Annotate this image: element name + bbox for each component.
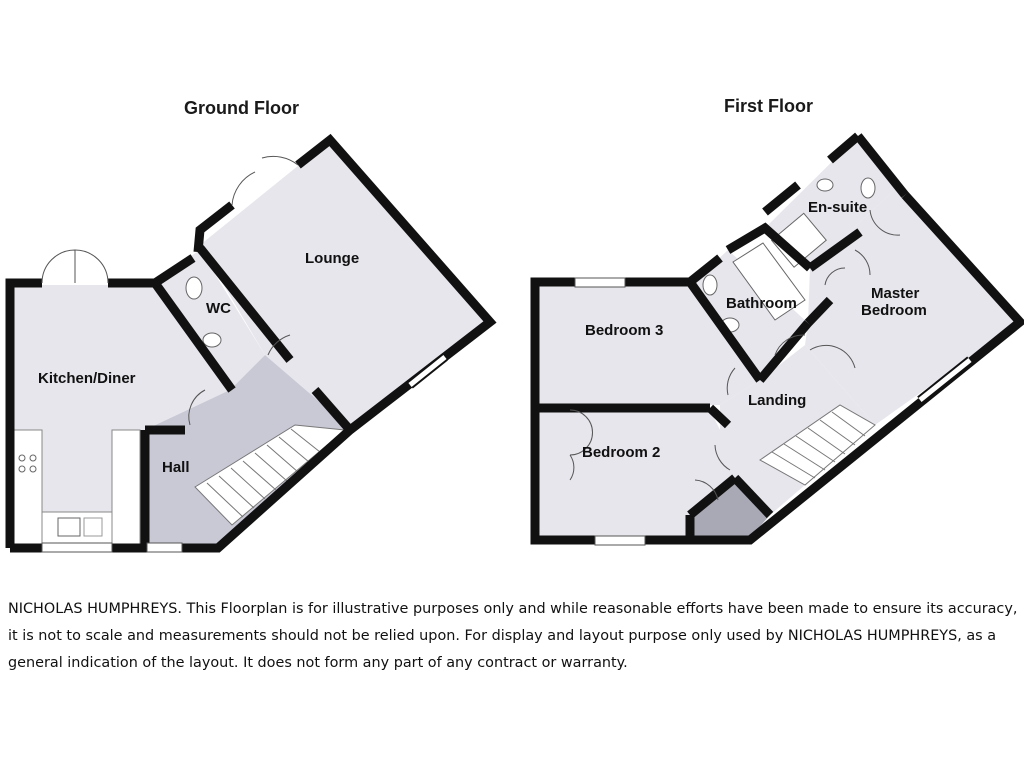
- first-floor-title: First Floor: [724, 96, 813, 116]
- kitchen-diner-floor: [10, 285, 230, 548]
- bath-tub: [732, 242, 806, 321]
- shower-tray: [770, 212, 827, 268]
- first-stairs: [759, 404, 876, 486]
- lounge-floor: [200, 140, 490, 428]
- first-walls: [530, 132, 1024, 545]
- master-bedroom-floor: [805, 185, 1020, 425]
- bedroom-2-floor: [535, 410, 740, 540]
- wc-toilet: [185, 276, 203, 300]
- bathroom-toilet: [702, 274, 718, 296]
- label-wc: WC: [206, 300, 231, 317]
- kitchen-drainer: [83, 517, 103, 537]
- first-openings: [569, 209, 973, 546]
- ground-floor-title: Ground Floor: [184, 98, 299, 118]
- label-bedroom-2: Bedroom 2: [582, 444, 660, 461]
- bedroom-3-floor: [535, 285, 760, 405]
- label-landing: Landing: [748, 392, 806, 409]
- hall-floor: [145, 355, 350, 548]
- floorplan-drawing: Kitchen/Diner WC Lounge Hall En-suite Ba…: [5, 132, 1024, 553]
- label-lounge: Lounge: [305, 250, 359, 267]
- landing-floor: [720, 345, 875, 515]
- label-en-suite: En-suite: [808, 199, 867, 216]
- kitchen-sink: [57, 517, 81, 537]
- kitchen-unit-right: [111, 429, 141, 546]
- wc-floor: [155, 250, 265, 390]
- first-floor-plan: [530, 132, 1024, 546]
- label-master-bedroom-line2: Bedroom: [861, 302, 927, 319]
- store-floor: [690, 478, 770, 540]
- hob: [18, 454, 37, 473]
- en-suite-toilet: [860, 177, 876, 199]
- label-kitchen-diner: Kitchen/Diner: [38, 370, 136, 387]
- label-bathroom: Bathroom: [726, 295, 797, 312]
- ground-floor-plan: [5, 133, 497, 553]
- wc-basin: [202, 332, 222, 348]
- label-master-bedroom-line1: Master: [871, 285, 920, 302]
- disclaimer-text: NICHOLAS HUMPHREYS. This Floorplan is fo…: [8, 601, 1018, 671]
- label-hall: Hall: [162, 459, 190, 476]
- label-bedroom-3: Bedroom 3: [585, 322, 663, 339]
- ground-openings: [41, 155, 448, 553]
- kitchen-worktop: [11, 429, 43, 546]
- en-suite-basin: [816, 178, 834, 192]
